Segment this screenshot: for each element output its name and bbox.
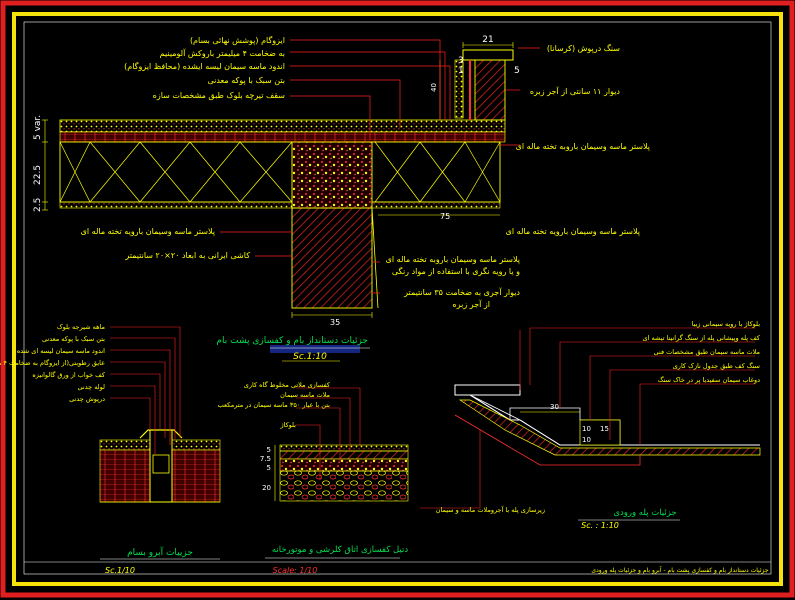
stair-substructure — [458, 399, 761, 456]
stair-dim-a: 30 — [550, 403, 559, 411]
drawing-frame — [23, 21, 772, 575]
floor-dim-b: 7.5 — [260, 455, 271, 463]
label-brick: از آجر زبره — [453, 299, 490, 309]
floor-label-1: ملات ماسه سیمان — [280, 391, 330, 399]
floor-dim-c: 5 — [267, 464, 271, 472]
dim-3: 3 — [458, 56, 464, 66]
floor-title: دتیل کفسازی اتاق کلرشی و موتورخانه — [272, 545, 409, 555]
floor-label-2: بتن با عیار ۳۵۰ ماسه سیمان در مترمکعب — [218, 401, 331, 409]
dim-75: 75 — [440, 212, 450, 221]
label-plaster-3: پلاستر ماسه وسیمان بارویه تخته ماله ای — [81, 227, 215, 236]
dim-1: 1 — [458, 66, 464, 76]
leader-lines — [220, 39, 540, 294]
stair-dim-c: 10 — [582, 436, 591, 444]
stair-nosing — [454, 384, 521, 396]
main-detail-scale: Sc.1:10 — [293, 352, 327, 362]
drain-label-0: ماهه شیرجه بلوک — [57, 323, 105, 331]
floor-detail: کفسازی ملاتی مخلوط گاه کاری ملات ماسه سی… — [218, 381, 409, 575]
drain-label-5: لوله چدنی — [77, 383, 105, 391]
dim-35: 35 — [330, 318, 340, 327]
label-coping: سنگ درپوش (کرسانا) — [547, 43, 620, 53]
drain-label-4: کف خواب از ورق گالوانیزه — [32, 371, 106, 379]
label-brick-wall: دیوار آجری به ضخامت ۳۵ سانتیمتر — [403, 287, 520, 297]
label-slab: سقف تیرچه بلوک طبق مشخصات سازه — [153, 91, 286, 100]
stair-scale: Sc. : 1:10 — [581, 521, 619, 530]
label-plaster-2: پلاستر ماسه وسیمان بارویه تخته ماله ای — [506, 227, 640, 236]
label-light-concrete: بتن سبک با پوکه معدنی — [207, 76, 285, 85]
concrete-beam — [291, 141, 373, 209]
dim-5: 5 — [514, 66, 520, 76]
dim-top-width: 21 — [482, 35, 493, 45]
floor-dim-d: 20 — [262, 484, 271, 492]
inner-border — [12, 12, 783, 586]
drain-label-1: بتن سبک با پوکه معدنی — [42, 335, 105, 343]
lightweight-concrete-layer — [59, 131, 506, 143]
floor-dim-a: 5 — [267, 446, 271, 454]
stair-label-2: ملات ماسه سیمان طبق مشخصات فنی — [654, 348, 760, 356]
stair-label-0: بلوکاژ با رویه سیمانی زیبا — [692, 320, 761, 328]
screed-layer — [59, 119, 506, 133]
roof-drain-detail: ماهه شیرجه بلوک بتن سبک با پوکه معدنی ان… — [0, 323, 221, 575]
joist-block-slab — [59, 141, 501, 203]
parapet-wall — [474, 59, 506, 121]
label-isogam: ایزوگام (پوشش نهائی بسام) — [190, 35, 285, 45]
stair-dim-d: 15 — [600, 425, 609, 433]
floor-label-0: کفسازی ملاتی مخلوط گاه کاری — [244, 381, 331, 389]
label-plaster-1: پلاستر ماسه وسیمان باروبه تخته ماله ای — [516, 142, 650, 151]
label-parapet-wall: دیوار ۱۱ سانتی از آجر زبره — [530, 86, 621, 96]
floor-scale: Scale: 1/10 — [273, 566, 318, 575]
dim-2-5: 2.5 — [33, 198, 43, 212]
dim-40: 40 — [430, 83, 438, 92]
stair-label-4: دوغاب سیمان سفیدیا پر در خاک سنگ — [658, 376, 760, 384]
stair-label-1: کف پله وپیشانی پله از سنگ گرانیتا تیشه ا… — [643, 334, 761, 342]
dim-22-5: 22.5 — [33, 165, 43, 185]
stair-label-5: زیرسازی پله با آجروملات ماسه و سیمان — [436, 505, 545, 514]
stair-detail: 30 10 10 15 بلوکاژ با رویه سیمانی زیبا ک… — [420, 320, 761, 530]
drain-scale: Sc.1/10 — [105, 566, 135, 575]
floor-label-3: بلوکاژ — [279, 421, 296, 429]
drain-label-2: اندود ماسه سیمان لیسه ای شده — [17, 347, 105, 355]
stair-dim-b: 10 — [582, 425, 591, 433]
floor-blockage — [279, 470, 409, 502]
coping-stone — [462, 49, 514, 61]
drain-label-6: درپوش چدنی — [69, 395, 105, 403]
drain-label-3: عایق رطوبتی(از ایزوگام به ضخامت ۴ میلیمت… — [0, 359, 105, 367]
dim-var: 5 var. — [33, 115, 43, 140]
drain-cap — [139, 429, 183, 439]
ceiling-plaster — [59, 201, 501, 209]
main-parapet-detail: 21 3 1 5 40 5 var. 22.5 2.5 75 35 ایزوگا… — [33, 35, 650, 362]
main-detail-labels: ایزوگام (پوشش نهائی بسام) به ضخامت ۴ میل… — [81, 35, 650, 309]
label-screed: اندود ماسه سیمان لیسه ایشده (محافظ ایزوگ… — [124, 61, 285, 71]
stair-label-3: سنگ کف طبق جدول نازک کاری — [673, 362, 760, 370]
brick-wall-35cm — [291, 207, 373, 309]
label-plaster-4: پلاستر ماسه وسیمان باروبه تخته ماله ای — [386, 255, 520, 264]
stair-title: جزئیات پله ورودی — [613, 508, 676, 518]
main-detail-title: جزئیات دستانداز بام و کفسازی پشت بام — [216, 336, 368, 346]
slab-x-pattern — [59, 141, 501, 203]
label-tile: کاشی ایرانی به ابعاد ۲۰×۲۰ سانتیمتر — [124, 251, 250, 260]
drain-title: جزییات آبرو بسام — [127, 546, 193, 558]
label-aluminium: به ضخامت ۴ میلیمتر باروکش آلومینیم — [160, 48, 285, 58]
footer-note: جزئیات دستانداز بام و کفسازی پشت بام - آ… — [591, 565, 768, 574]
label-paint: و یا رویه نگری با استفاده از مواد رنگی — [392, 266, 520, 276]
